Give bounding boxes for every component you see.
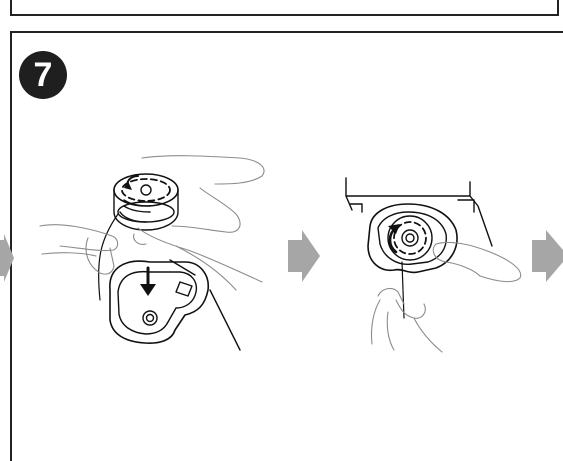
arrow-down-icon	[140, 284, 156, 296]
arrow-right-icon	[288, 230, 320, 282]
insert-bobbin-into-case-illustration	[40, 156, 264, 350]
arrow-right-icon	[532, 230, 563, 282]
hold-bobbin-and-pull-thread-illustration	[346, 178, 521, 352]
arrow-right-icon	[0, 234, 14, 282]
